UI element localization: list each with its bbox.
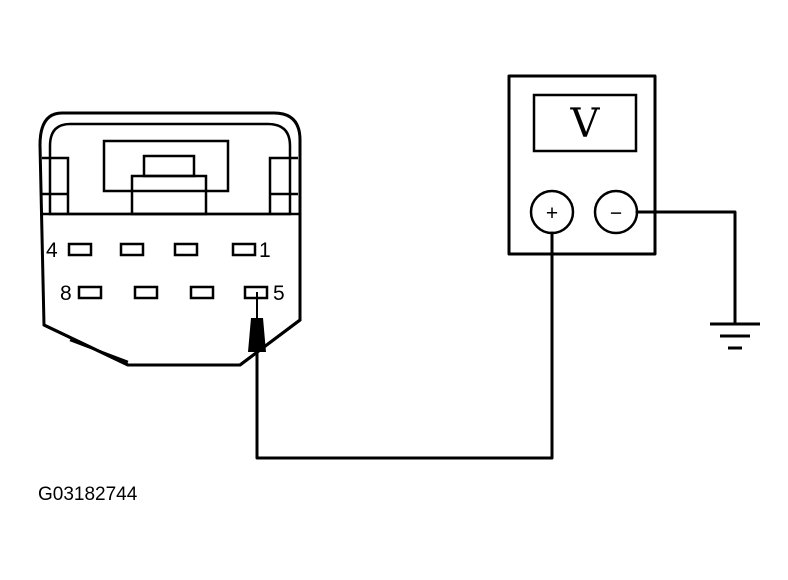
voltmeter-body <box>507 74 657 256</box>
voltmeter-display-label: V <box>570 101 601 147</box>
pin-cavity-7 <box>133 285 159 300</box>
test-probe <box>248 292 266 352</box>
pin-cavity-1 <box>231 242 257 257</box>
voltmeter: V + − <box>507 74 657 256</box>
negative-lead-wire <box>635 210 737 324</box>
pin-label-5: 5 <box>273 282 285 305</box>
negative-terminal-label: − <box>610 202 622 225</box>
pin-label-4: 4 <box>46 239 58 262</box>
figure-id: G03182744 <box>38 484 138 505</box>
positive-terminal-label: + <box>546 202 558 225</box>
pin-label-8: 8 <box>60 282 72 305</box>
pin-cavity-6 <box>189 285 215 300</box>
pin-cavity-2 <box>173 242 199 257</box>
pin-cavity-8 <box>77 285 103 300</box>
pin-label-1: 1 <box>259 239 271 262</box>
positive-lead-wire <box>255 231 554 460</box>
pin-cavity-4 <box>67 242 93 257</box>
pin-cavities <box>67 242 269 300</box>
ground-icon <box>710 322 760 350</box>
pin-cavity-3 <box>119 242 145 257</box>
voltmeter-display <box>532 93 638 153</box>
connector <box>38 111 302 367</box>
